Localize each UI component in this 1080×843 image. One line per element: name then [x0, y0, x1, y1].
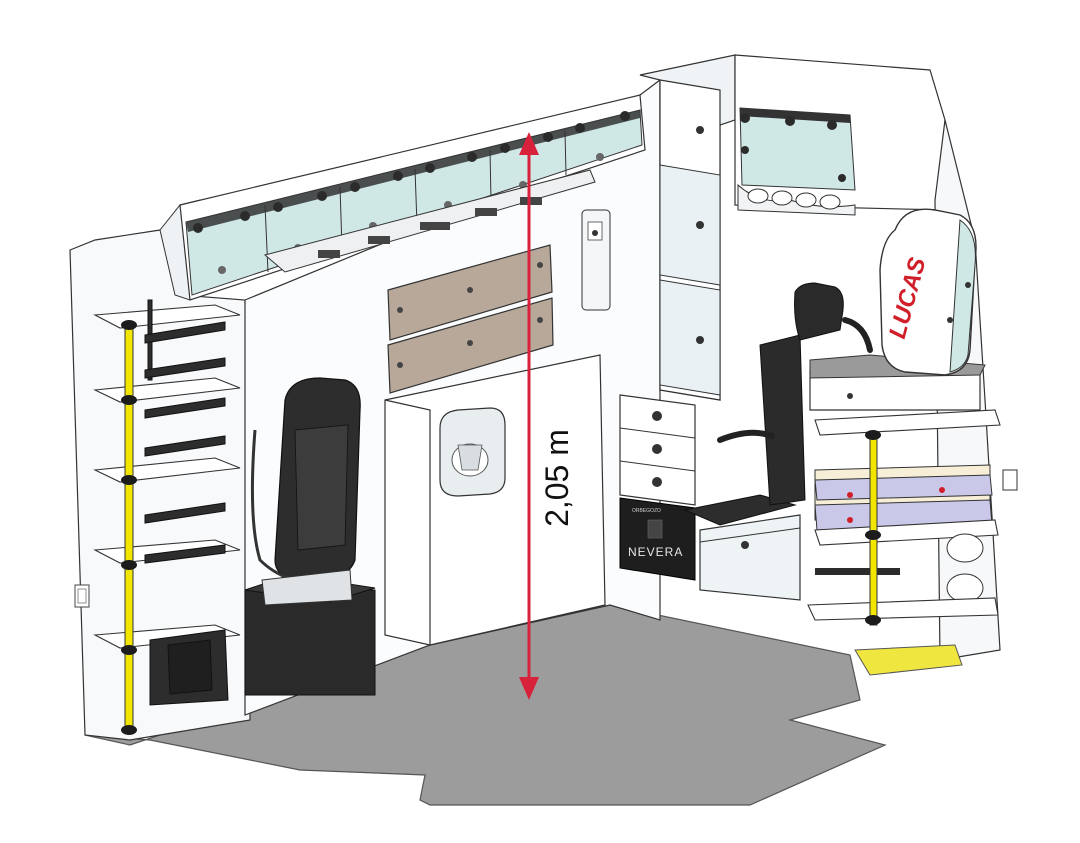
height-arrow-icon — [519, 132, 539, 700]
left-shelving — [92, 299, 241, 735]
height-label: 2,05 m — [539, 429, 575, 527]
right-cabinet-column — [639, 54, 736, 401]
seat-icon — [244, 377, 376, 696]
sink-icon — [439, 407, 506, 497]
pole-icon — [121, 320, 137, 735]
sink-cabinet — [384, 354, 606, 646]
fridge-icon — [619, 497, 696, 581]
fridge-label: NEVERA — [628, 545, 683, 559]
lucas-device — [879, 208, 977, 376]
drawer-stack — [619, 394, 696, 506]
wall-panels — [387, 244, 554, 394]
right-upper-cabinet — [734, 54, 946, 216]
chair — [683, 282, 873, 601]
wall-socket — [581, 209, 611, 311]
fridge-maker: ORBEGOZO — [632, 508, 661, 514]
